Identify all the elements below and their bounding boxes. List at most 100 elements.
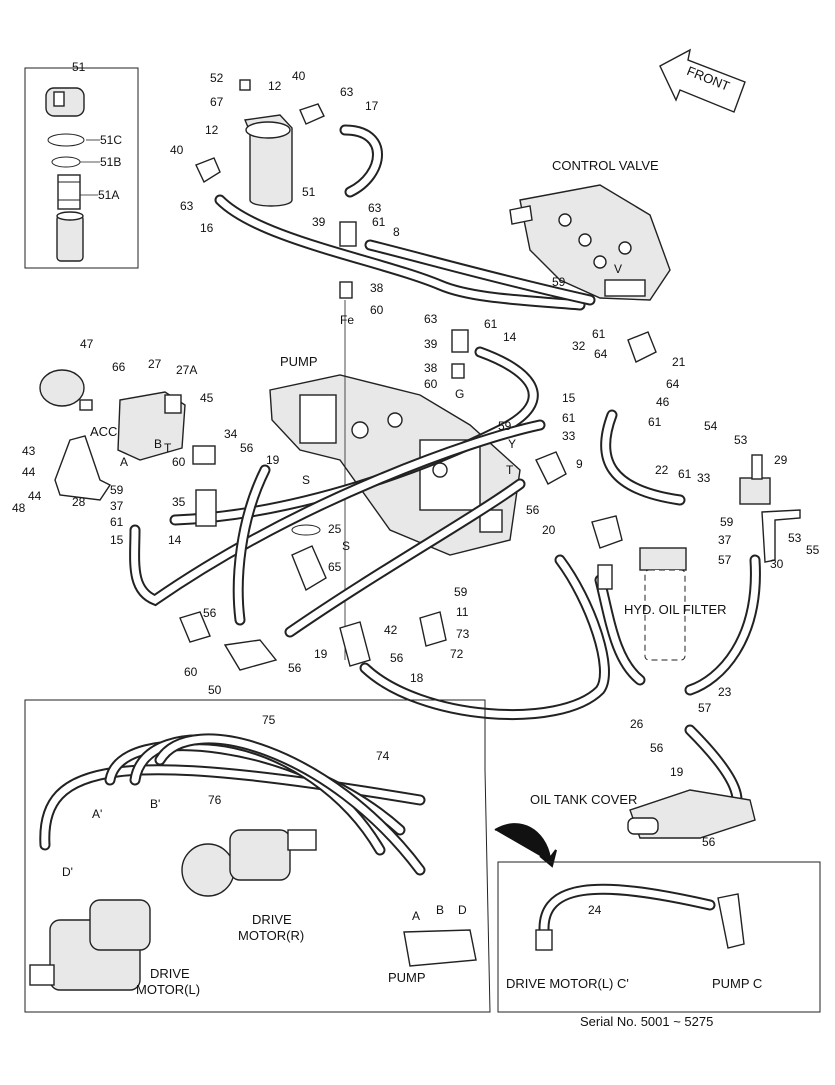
callout-48: 48 (12, 501, 26, 515)
port-fe: Fe (340, 313, 354, 327)
callout-60-left: 60 (172, 455, 186, 469)
callout-66: 66 (112, 360, 126, 374)
callout-43: 43 (22, 444, 36, 458)
callout-8: 8 (393, 225, 400, 239)
drive-motor-r (181, 829, 317, 897)
callout-28: 28 (72, 495, 86, 509)
callout-73: 73 (456, 627, 470, 641)
main-pump (269, 374, 521, 556)
callout-17: 17 (365, 99, 379, 113)
callout-59-right: 59 (720, 515, 734, 529)
callout-37-right: 37 (718, 533, 732, 547)
fitting-39-center (451, 329, 469, 353)
acc-label: ACC (90, 424, 117, 439)
drive-hoses (39, 733, 426, 876)
callout-39-top: 39 (312, 215, 326, 229)
port-b-left: B (154, 437, 162, 451)
elbow-65 (291, 524, 327, 592)
callout-61-left: 61 (110, 515, 124, 529)
callout-74: 74 (376, 749, 390, 763)
callout-44-b: 44 (28, 489, 42, 503)
callout-12-a: 12 (268, 79, 282, 93)
filter-tee-20 (591, 515, 623, 590)
port-v: V (614, 262, 622, 276)
callout-56-left-b: 56 (203, 606, 217, 620)
callout-64-a: 64 (594, 347, 608, 361)
callout-39-center: 39 (424, 337, 438, 351)
callout-32: 32 (572, 339, 586, 353)
drive-motor-l-label-1: DRIVE (150, 966, 190, 981)
callout-55: 55 (806, 543, 820, 557)
callout-61-a: 61 (372, 215, 386, 229)
callout-61-center: 61 (484, 317, 498, 331)
valve-72 (419, 611, 447, 647)
callout-40-b: 40 (170, 143, 184, 157)
elbow-40-right (299, 103, 325, 125)
callout-44-a: 44 (22, 465, 36, 479)
port-a-prime: A' (92, 807, 102, 821)
callout-59-lower: 59 (454, 585, 468, 599)
callout-46: 46 (656, 395, 670, 409)
callout-40-a: 40 (292, 69, 306, 83)
bracket-28 (54, 435, 112, 501)
callout-59-center: 59 (498, 419, 512, 433)
inset-arrow (494, 823, 557, 868)
callout-15-center: 15 (562, 391, 576, 405)
port-g: G (455, 387, 464, 401)
callout-30: 30 (770, 557, 784, 571)
callout-51c: 51C (100, 133, 122, 147)
filter-inset: 51 51C 51B 51A (24, 60, 139, 269)
port-b-prime: B' (150, 797, 160, 811)
elbow-21 (627, 331, 657, 363)
callout-37-left: 37 (110, 499, 124, 513)
callout-16: 16 (200, 221, 214, 235)
callout-61-cv: 61 (592, 327, 606, 341)
callout-57-right: 57 (718, 553, 732, 567)
element-51a (57, 174, 81, 210)
callout-11: 11 (456, 605, 469, 619)
callout-25: 25 (328, 522, 342, 536)
callout-19-left-b: 19 (314, 647, 328, 661)
callout-19-left: 19 (266, 453, 280, 467)
callout-9: 9 (576, 457, 583, 471)
callout-15-left: 15 (110, 533, 124, 547)
oil-tank-cover-label: OIL TANK COVER (530, 792, 637, 807)
callout-33-center: 33 (562, 429, 576, 443)
valve-35 (195, 489, 217, 527)
callout-53-top: 53 (734, 433, 748, 447)
filter-bowl (56, 211, 84, 262)
callout-24: 24 (588, 903, 602, 917)
callout-51-inset: 51 (72, 60, 86, 74)
front-arrow: FRONT (659, 48, 746, 113)
o-ring-51b (51, 156, 81, 168)
callout-51: 51 (302, 185, 316, 199)
callout-56-center: 56 (526, 503, 540, 517)
line-filter-51 (239, 79, 293, 207)
top-hoses (214, 124, 596, 311)
filter-head (45, 87, 85, 117)
elbow-9 (535, 451, 567, 485)
callout-60-left-b: 60 (184, 665, 198, 679)
callout-27: 27 (148, 357, 162, 371)
callout-60-center: 60 (424, 377, 438, 391)
callout-59-cv: 59 (552, 275, 566, 289)
callout-61-center-b: 61 (562, 411, 576, 425)
port-s-a: S (302, 473, 310, 487)
elbow-42 (339, 621, 371, 667)
callout-18: 18 (410, 671, 424, 685)
callout-61-right: 61 (648, 415, 662, 429)
port-y: Y (508, 437, 516, 451)
callout-61-right-b: 61 (678, 467, 692, 481)
callout-38-center: 38 (424, 361, 438, 375)
screw-52 (239, 79, 251, 91)
callout-27a: 27A (176, 363, 197, 377)
callout-14-left: 14 (168, 533, 182, 547)
callout-64-b: 64 (666, 377, 680, 391)
pump-label: PUMP (280, 354, 318, 369)
control-valve (509, 184, 671, 301)
drive-motor-r-label-2: MOTOR(R) (238, 928, 304, 943)
pump-plate (403, 929, 477, 967)
fitting-39-top (339, 221, 357, 247)
